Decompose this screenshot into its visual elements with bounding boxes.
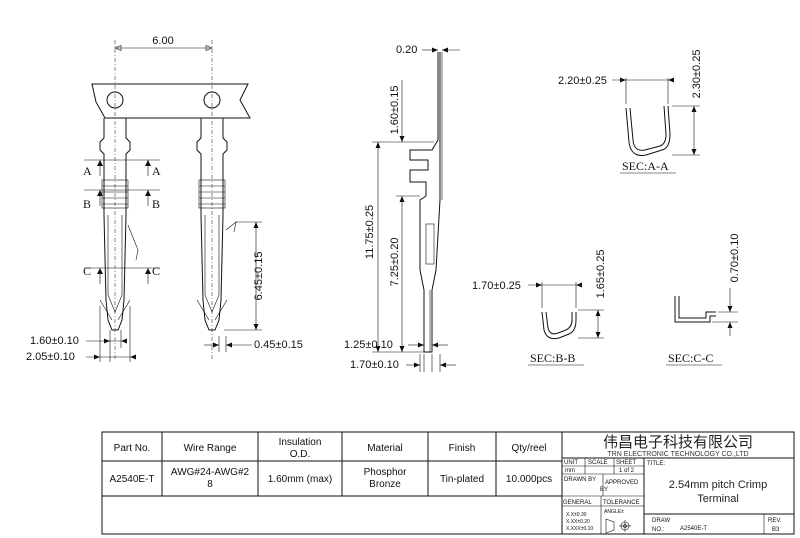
title-block: Part No. Wire Range Insulation O.D. Mate… (101, 431, 795, 535)
projection-symbol-icon (605, 518, 631, 534)
hdr-part-no: Part No. (114, 443, 151, 454)
cut-b-left: B (83, 197, 91, 211)
unit-label: UNIT (564, 460, 578, 466)
section-a: 2.20±0.25 2.30±0.25 SEC:A-A (558, 50, 703, 174)
tol-2: X.XX±0.20 (566, 519, 590, 525)
val-od: 1.60mm (max) (268, 474, 332, 485)
dim-6-45: 6.45±0.15 (253, 252, 265, 301)
approved-by-2: BY (600, 487, 608, 493)
scale-label: SCALE (588, 460, 608, 466)
section-c: 0.70±0.10 SEC:C-C (666, 234, 741, 366)
title-line-1: 2.54mm pitch Crimp (669, 479, 767, 491)
cut-c-right: C (152, 264, 160, 278)
cut-a-right: A (152, 164, 161, 178)
tol-3: X.XXX±0.10 (566, 526, 593, 532)
dim-1-25: 1.25±0.10 (344, 339, 393, 351)
sheet-value: 1 of 2 (619, 468, 635, 474)
hdr-material: Material (367, 443, 403, 454)
hdr-insulation: Insulation (279, 437, 322, 448)
val-material-2: Bronze (369, 479, 401, 490)
cut-a-left: A (83, 164, 92, 178)
dim-1-60-015: 1.60±0.15 (389, 86, 401, 135)
company-cn: 伟昌电子科技有限公司 (603, 433, 753, 451)
tolerance-label: TOLERANCE (603, 500, 640, 506)
dim-sec-c-h: 0.70±0.10 (729, 234, 741, 283)
dim-11-75: 11.75±0.25 (364, 205, 376, 259)
general-label: GENERAL (563, 500, 592, 506)
hdr-qty-reel: Qty/reel (511, 443, 546, 454)
title-label: TITLE: (647, 461, 665, 467)
cut-b-right: B (152, 197, 160, 211)
draw-number: A2540E-T (680, 526, 707, 532)
val-wire-2: 8 (207, 479, 213, 490)
dim-0-20: 0.20 (396, 44, 417, 56)
label-sec-c: SEC:C-C (668, 351, 713, 365)
rev-label: REV. (768, 518, 782, 524)
dim-sec-b-h: 1.65±0.25 (595, 250, 607, 299)
no-label: NO.: (652, 527, 665, 533)
val-finish: Tin-plated (440, 474, 484, 485)
dim-sec-a-w: 2.20±0.25 (558, 75, 607, 87)
sheet-label: SHEET (616, 460, 636, 466)
dim-0-45: 0.45±0.15 (254, 339, 303, 351)
dim-1-70-010: 1.70±0.10 (350, 359, 399, 371)
section-b: 1.70±0.25 1.65±0.25 SEC:B-B (472, 250, 607, 366)
dim-2-05: 2.05±0.10 (26, 351, 75, 363)
angle-label: ANGLE± (604, 509, 624, 515)
company-en: TRN ELECTRONIC TECHNOLOGY CO.,LTD (607, 451, 748, 458)
approved-by: APPROVED (605, 480, 639, 486)
tol-1: X.X±0.30 (566, 512, 587, 518)
dim-6-00: 6.00 (152, 35, 173, 47)
dim-sec-a-h: 2.30±0.25 (691, 50, 703, 99)
dim-sec-b-w: 1.70±0.25 (472, 280, 521, 292)
unit-value: mm (565, 468, 575, 474)
side-view: 0.20 1.60±0.15 11.75±0.25 7.25±0.20 1.25… (344, 44, 460, 372)
val-part-no: A2540E-T (109, 474, 154, 485)
hdr-finish: Finish (449, 443, 476, 454)
label-sec-b: SEC:B-B (530, 351, 575, 365)
draw-label: DRAW (652, 518, 670, 524)
cut-c-left: C (83, 264, 91, 278)
front-view: 6.00 A A B B C C 6.45±0.15 0.45±0.15 1.6 (26, 35, 303, 363)
drawn-by: DRAWN BY (564, 477, 596, 483)
label-sec-a: SEC:A-A (622, 159, 669, 173)
val-material-1: Phosphor (364, 467, 407, 478)
dim-1-60-010: 1.60±0.10 (30, 335, 79, 347)
val-qty: 10.000pcs (506, 474, 552, 485)
dim-7-25: 7.25±0.20 (389, 238, 401, 287)
hdr-wire-range: Wire Range (184, 443, 237, 454)
rev-value: B3 (772, 527, 780, 533)
title-line-2: Terminal (697, 493, 739, 505)
val-wire-1: AWG#24-AWG#2 (171, 467, 250, 478)
hdr-od: O.D. (290, 449, 311, 460)
